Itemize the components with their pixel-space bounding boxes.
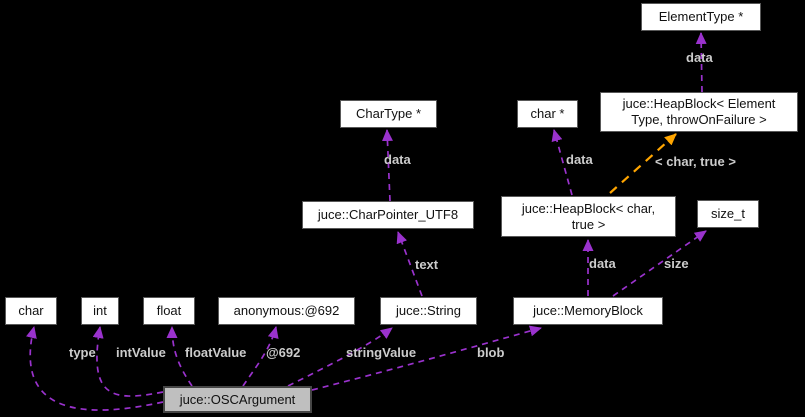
- edge-label-data-elementtype: data: [686, 50, 713, 65]
- node-label: juce::MemoryBlock: [533, 303, 643, 318]
- node-char[interactable]: char: [5, 297, 57, 325]
- node-label: CharType *: [355, 106, 422, 121]
- node-juce-string[interactable]: juce::String: [380, 297, 477, 325]
- node-label: juce::OSCArgument: [179, 391, 296, 407]
- node-label: char: [18, 303, 44, 318]
- node-label: juce::String: [395, 303, 462, 318]
- node-chartype-ptr[interactable]: CharType *: [340, 100, 437, 128]
- node-charpointer-utf8[interactable]: juce::CharPointer_UTF8: [302, 201, 474, 229]
- node-label: size_t: [711, 206, 745, 221]
- edge-label-data-chartype: data: [384, 152, 411, 167]
- edge-oscargument-to-int: [92, 326, 164, 397]
- node-heapblock-char-true[interactable]: juce::HeapBlock< char, true >: [501, 196, 676, 237]
- node-char-ptr[interactable]: char *: [517, 100, 578, 128]
- edge-label-type: type: [69, 345, 96, 360]
- node-heapblock-elementtype[interactable]: juce::HeapBlock< Element Type, throwOnFa…: [600, 92, 798, 132]
- node-int[interactable]: int: [81, 297, 119, 325]
- node-label: float: [156, 303, 182, 318]
- edge-label-at692: @692: [266, 345, 301, 360]
- node-label-line1: juce::HeapBlock< Element: [622, 96, 776, 111]
- node-label-line2: true >: [571, 216, 606, 232]
- node-juce-memoryblock[interactable]: juce::MemoryBlock: [513, 297, 663, 325]
- edge-heapblock-elementtype-to-elementtype: [695, 32, 707, 93]
- edge-charpointer-to-chartype: [381, 129, 393, 202]
- edge-label-blob: blob: [477, 345, 505, 360]
- edge-label-text: text: [415, 257, 439, 272]
- node-label-line1: juce::HeapBlock< char,: [521, 200, 656, 216]
- edge-string-to-charpointer: [396, 231, 423, 297]
- node-elementtype-ptr[interactable]: ElementType *: [641, 3, 761, 31]
- node-anonymous-692[interactable]: anonymous:@692: [218, 297, 355, 325]
- node-size-t[interactable]: size_t: [697, 200, 759, 228]
- edge-oscargument-to-float: [166, 326, 193, 387]
- node-label: int: [93, 303, 107, 318]
- edge-label-data-memoryblock: data: [589, 256, 616, 271]
- node-label: ElementType *: [658, 9, 744, 24]
- edge-heapblock-char-to-charptr: [551, 129, 573, 196]
- node-float[interactable]: float: [143, 297, 195, 325]
- edge-oscargument-to-anonymous: [242, 326, 279, 387]
- node-label: anonymous:@692: [233, 303, 340, 318]
- edge-oscargument-to-string: [287, 327, 393, 387]
- node-label-line2: Type, throwOnFailure >: [631, 112, 767, 127]
- edge-label-data-charptr: data: [566, 152, 593, 167]
- edge-label-floatvalue: floatValue: [185, 345, 247, 360]
- node-juce-oscargument: juce::OSCArgument: [163, 386, 312, 413]
- edge-oscargument-to-char: [26, 326, 164, 411]
- edge-oscargument-to-memoryblock: [311, 325, 542, 391]
- edge-label-template-args: < char, true >: [655, 154, 736, 169]
- node-label: juce::CharPointer_UTF8: [317, 207, 459, 222]
- edge-label-size: size: [664, 256, 689, 271]
- edge-label-intvalue: intValue: [116, 345, 166, 360]
- edge-memoryblock-to-sizet: [612, 230, 707, 297]
- node-label: char *: [530, 106, 565, 121]
- edge-label-stringvalue: stringValue: [346, 345, 417, 360]
